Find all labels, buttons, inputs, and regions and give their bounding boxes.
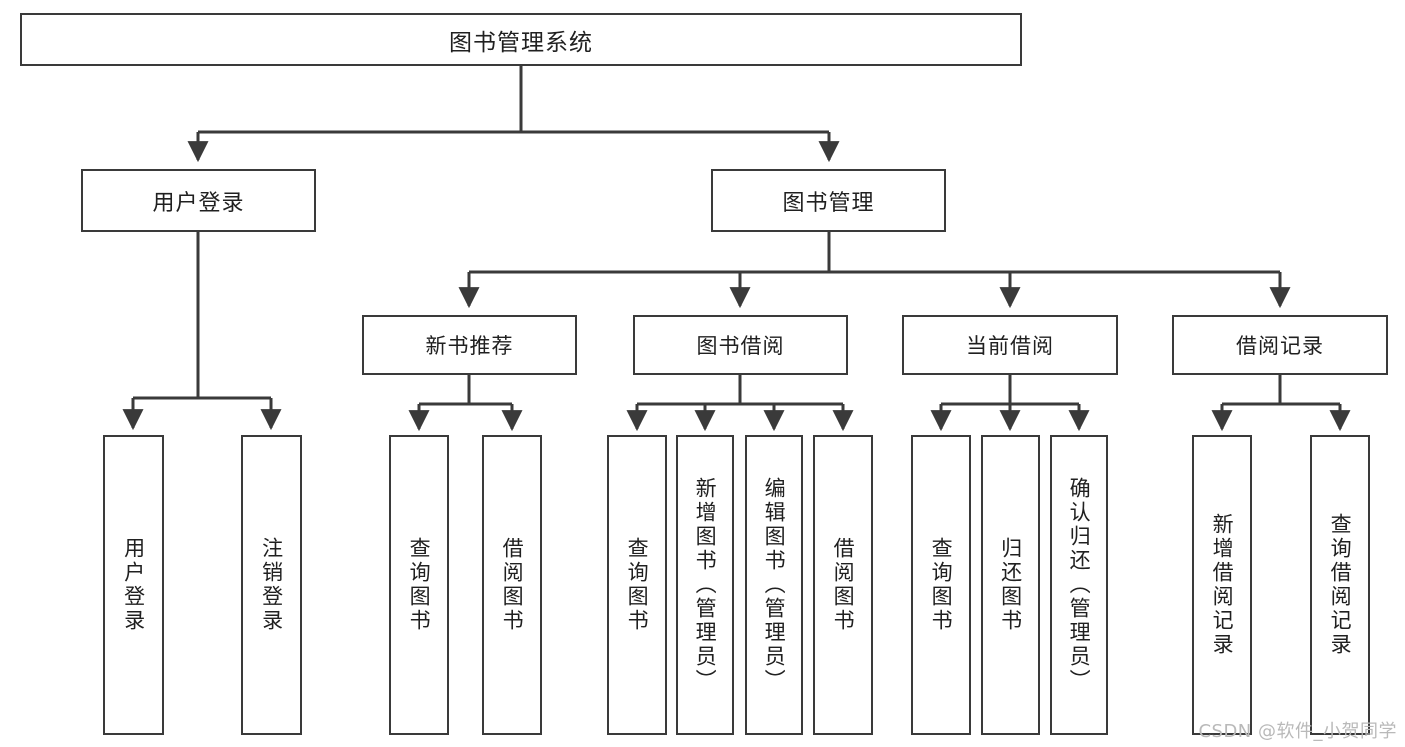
node-borrow-record[interactable]: 借阅记录 bbox=[1172, 315, 1388, 375]
leaf-edit-book-admin[interactable]: 编辑图书（管理员） bbox=[745, 435, 803, 735]
node-label: 注销登录 bbox=[259, 537, 284, 633]
node-label: 图书管理 bbox=[782, 190, 875, 216]
leaf-query-book-borrow[interactable]: 查询图书 bbox=[607, 435, 667, 735]
node-label: 查询图书 bbox=[929, 537, 954, 633]
node-label: 借阅图书 bbox=[831, 537, 856, 633]
leaf-query-book-recommend[interactable]: 查询图书 bbox=[389, 435, 449, 735]
node-label: 借阅记录 bbox=[1236, 334, 1324, 358]
node-label: 图书管理系统 bbox=[449, 29, 593, 56]
leaf-query-borrow-record[interactable]: 查询借阅记录 bbox=[1310, 435, 1370, 735]
leaf-borrow-book-recommend[interactable]: 借阅图书 bbox=[482, 435, 542, 735]
node-new-book-recommend[interactable]: 新书推荐 bbox=[362, 315, 577, 375]
leaf-query-book-current[interactable]: 查询图书 bbox=[911, 435, 971, 735]
node-label: 图书借阅 bbox=[696, 334, 785, 358]
node-current-borrow[interactable]: 当前借阅 bbox=[902, 315, 1118, 375]
node-label: 用户登录 bbox=[121, 537, 146, 633]
leaf-borrow-book-borrow[interactable]: 借阅图书 bbox=[813, 435, 873, 735]
node-label: 新书推荐 bbox=[425, 334, 514, 358]
node-label: 借阅图书 bbox=[500, 537, 525, 633]
node-label: 查询图书 bbox=[625, 537, 650, 633]
node-label: 新增图书（管理员） bbox=[693, 477, 718, 693]
node-book-borrow[interactable]: 图书借阅 bbox=[633, 315, 848, 375]
watermark-text: CSDN @软件_小贺同学 bbox=[1198, 721, 1397, 742]
node-label: 查询借阅记录 bbox=[1328, 513, 1353, 657]
node-label: 确认归还（管理员） bbox=[1067, 477, 1092, 693]
leaf-add-borrow-record[interactable]: 新增借阅记录 bbox=[1192, 435, 1252, 735]
leaf-user-logout[interactable]: 注销登录 bbox=[241, 435, 302, 735]
node-label: 用户登录 bbox=[152, 190, 245, 216]
leaf-user-login[interactable]: 用户登录 bbox=[103, 435, 164, 735]
leaf-add-book-admin[interactable]: 新增图书（管理员） bbox=[676, 435, 734, 735]
node-root-system[interactable]: 图书管理系统 bbox=[20, 13, 1022, 66]
node-label: 新增借阅记录 bbox=[1210, 513, 1235, 657]
node-user-login[interactable]: 用户登录 bbox=[81, 169, 316, 232]
leaf-return-book[interactable]: 归还图书 bbox=[981, 435, 1040, 735]
node-book-manage[interactable]: 图书管理 bbox=[711, 169, 946, 232]
node-label: 编辑图书（管理员） bbox=[762, 477, 787, 693]
node-label: 归还图书 bbox=[998, 537, 1023, 633]
node-label: 查询图书 bbox=[407, 537, 432, 633]
leaf-confirm-return-admin[interactable]: 确认归还（管理员） bbox=[1050, 435, 1108, 735]
node-label: 当前借阅 bbox=[966, 334, 1054, 358]
